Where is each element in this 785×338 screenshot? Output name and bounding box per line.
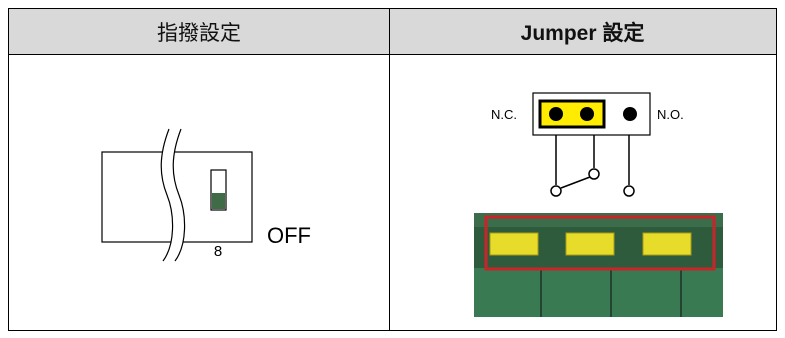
- terminal-no: [623, 185, 635, 197]
- terminal-nc: [550, 185, 562, 197]
- dip-switch-diagram: 8 OFF: [101, 128, 311, 262]
- no-label: N.O.: [657, 107, 684, 122]
- switch-actuator: [212, 193, 225, 209]
- jumper-setting-header: Jumper 設定: [389, 9, 776, 55]
- switch-contact: [560, 176, 591, 189]
- switch-number-label: 8: [214, 243, 222, 260]
- pin-1: [549, 107, 563, 121]
- switch-state-label: OFF: [267, 223, 311, 248]
- pin-2: [580, 107, 594, 121]
- jumper-cell: N.C. N.O.: [390, 55, 776, 331]
- break-line-left: [160, 128, 174, 262]
- break-line-right: [172, 128, 186, 262]
- column-divider: [389, 9, 390, 330]
- jumper-diagram: N.C. N.O.: [474, 92, 723, 317]
- pin-3: [623, 107, 637, 121]
- nc-label: N.C.: [491, 107, 517, 122]
- dip-setting-header: 指撥設定: [9, 9, 389, 55]
- settings-table: 指撥設定 Jumper 設定 8 OFF N.C. N.O.: [8, 8, 777, 331]
- break-mark: [161, 129, 185, 261]
- dip-switch-cell: 8 OFF: [9, 55, 389, 331]
- photo-highlight-box: [484, 215, 716, 271]
- terminal-common: [588, 168, 600, 180]
- pcb-photo: [474, 213, 723, 317]
